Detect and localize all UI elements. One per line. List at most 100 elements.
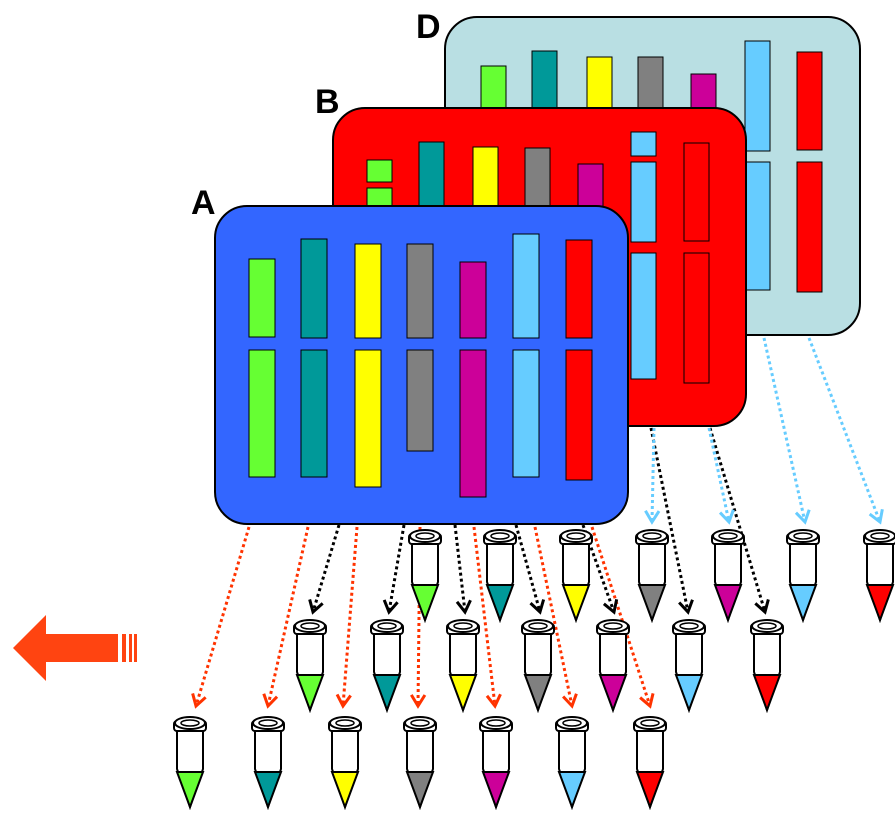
gel-band-d-8 [796, 51, 823, 151]
tube-cap-inner-21 [640, 719, 660, 727]
gel-band-a-13 [565, 239, 593, 339]
tube-cap-inner-13 [679, 622, 699, 630]
transfer-arrowhead-1 [191, 693, 207, 709]
microcentrifuge-tube-icon [479, 716, 513, 811]
transfer-arrow-line-18 [807, 337, 882, 523]
gel-band-a-5 [354, 243, 382, 339]
transfer-arrow-line-2 [266, 526, 310, 707]
transfer-arrowhead-5 [485, 693, 502, 709]
panel-label-a: A [191, 184, 216, 222]
panel-label-d: D [416, 8, 441, 46]
gel-band-b-9 [630, 252, 657, 380]
microcentrifuge-tube-icon [483, 529, 517, 624]
tube-cap-inner-6 [793, 532, 813, 540]
tube-cap-inner-5 [718, 532, 738, 540]
gel-band-a-6 [354, 349, 382, 488]
transfer-arrow-line-16 [707, 427, 731, 523]
tube-cap-inner-18 [410, 719, 430, 727]
microcentrifuge-tube-icon [672, 619, 706, 714]
transfer-arrow-line-8 [311, 524, 341, 613]
collection-tubes [173, 529, 895, 811]
gel-band-b-11 [683, 252, 710, 384]
tube-liquid-16 [253, 771, 283, 810]
transfer-arrowhead-7 [639, 693, 655, 709]
microcentrifuge-tube-icon [863, 529, 895, 624]
tube-liquid-4 [637, 584, 667, 623]
microcentrifuge-tube-icon [251, 716, 285, 811]
tube-liquid-17 [330, 771, 360, 810]
transfer-arrows [191, 337, 884, 709]
transfer-arrowhead-12 [602, 598, 619, 615]
gel-band-a-1 [248, 258, 276, 338]
transfer-arrowhead-15 [644, 510, 661, 525]
microcentrifuge-tube-icon [555, 716, 589, 811]
microcentrifuge-tube-icon [370, 619, 404, 714]
microcentrifuge-tube-icon [786, 529, 820, 624]
transfer-arrowhead-8 [308, 599, 324, 615]
tube-cap-inner-16 [258, 719, 278, 727]
transfer-arrow-line-3 [341, 526, 359, 707]
tube-liquid-6 [788, 584, 818, 623]
transfer-arrowhead-3 [335, 693, 352, 709]
tube-liquid-2 [485, 584, 515, 623]
microcentrifuge-tube-icon [711, 529, 745, 624]
tube-liquid-1 [410, 584, 440, 623]
gel-band-a-12 [512, 349, 540, 478]
microcentrifuge-tube-icon [408, 529, 442, 624]
tube-liquid-20 [557, 771, 587, 810]
tube-liquid-19 [481, 771, 511, 810]
microcentrifuge-tube-icon [521, 619, 555, 714]
tube-cap-inner-12 [603, 622, 623, 630]
gel-band-a-2 [248, 349, 276, 478]
transfer-arrowhead-4 [410, 694, 427, 709]
transfer-arrow-line-15 [650, 427, 656, 523]
tube-liquid-10 [448, 674, 478, 713]
microcentrifuge-tube-icon [293, 619, 327, 714]
transfer-arrowhead-9 [382, 599, 399, 615]
transfer-arrowhead-6 [562, 693, 578, 709]
tube-liquid-18 [405, 771, 435, 810]
gel-band-a-11 [512, 233, 540, 339]
gel-band-d-6 [744, 40, 771, 152]
tube-liquid-14 [752, 674, 782, 713]
tube-cap-inner-11 [528, 622, 548, 630]
tube-liquid-8 [295, 674, 325, 713]
gel-band-b-7 [630, 131, 657, 157]
transfer-arrow-line-9 [387, 524, 406, 613]
tube-cap-inner-20 [562, 719, 582, 727]
tube-cap-inner-19 [486, 719, 506, 727]
microcentrifuge-tube-icon [633, 716, 667, 811]
gel-band-b-1 [366, 159, 393, 183]
gel-band-a-4 [300, 349, 328, 478]
transfer-arrowhead-14 [754, 599, 770, 615]
transfer-arrowhead-11 [529, 599, 546, 615]
microcentrifuge-tube-icon [446, 619, 480, 714]
tube-cap-inner-17 [335, 719, 355, 727]
gel-band-a-10 [459, 349, 487, 498]
tube-liquid-9 [372, 674, 402, 713]
transfer-arrow-line-7 [590, 526, 652, 707]
gel-band-a-8 [406, 349, 434, 452]
panel-label-b: B [315, 83, 340, 121]
transfer-arrowhead-17 [794, 509, 811, 525]
transfer-arrow-line-17 [762, 337, 807, 523]
gel-band-a-3 [300, 238, 328, 339]
tube-cap-inner-14 [757, 622, 777, 630]
tube-cap-inner-2 [490, 532, 510, 540]
microcentrifuge-tube-icon [596, 619, 630, 714]
gel-band-a-14 [565, 349, 593, 481]
gel-band-b-6 [577, 163, 604, 209]
tube-cap-inner-4 [642, 532, 662, 540]
microcentrifuge-tube-icon [635, 529, 669, 624]
tube-liquid-12 [598, 674, 628, 713]
gel-band-b-4 [472, 146, 499, 209]
transfer-arrow-line-10 [453, 524, 467, 613]
microcentrifuge-tube-icon [559, 529, 593, 624]
gel-panel-a [214, 205, 629, 525]
transfer-arrow-line-11 [514, 524, 542, 613]
transfer-arrowhead-16 [718, 509, 735, 525]
transfer-arrowhead-18 [868, 508, 884, 525]
gel-lanes-b [366, 131, 710, 384]
tube-liquid-11 [523, 674, 553, 713]
